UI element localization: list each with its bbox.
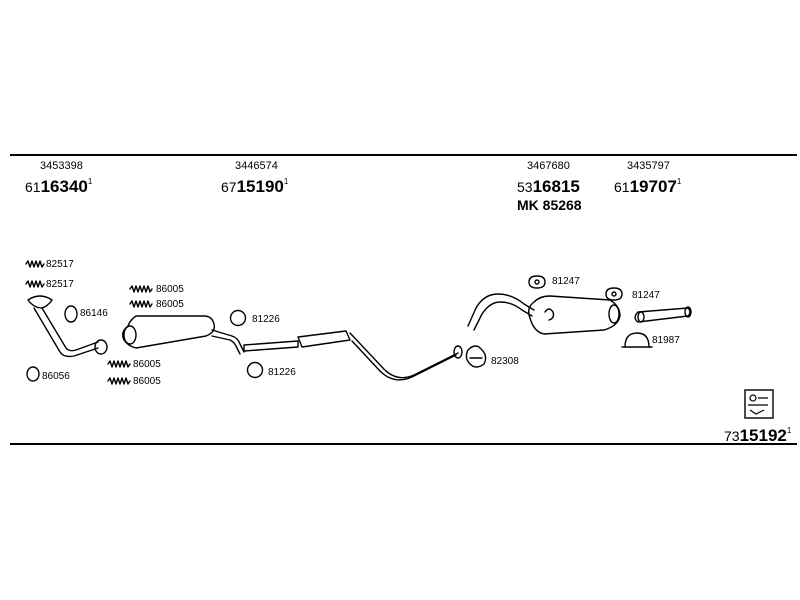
part-number: 67151901	[221, 177, 289, 196]
label-81247: 81247	[632, 290, 660, 301]
label-81226: 81226	[252, 314, 280, 325]
front-pipe	[27, 295, 108, 358]
rubber-hanger-icon	[465, 345, 487, 368]
label-86005: 86005	[133, 376, 161, 387]
kit-number: 73151921	[724, 426, 792, 445]
rear-silencer	[467, 293, 621, 335]
tail-pipe	[634, 306, 692, 323]
intermediate-pipe	[243, 330, 463, 381]
ref-number: 3467680	[527, 160, 570, 172]
part-block-front-pipe: 3453398 61163401	[25, 160, 92, 196]
catalog-symbol-icon	[744, 389, 774, 419]
front-silencer	[121, 315, 245, 355]
label-82517: 82517	[46, 279, 74, 290]
label-86005: 86005	[156, 284, 184, 295]
label-81247: 81247	[552, 276, 580, 287]
part-number: 61197071	[614, 177, 682, 196]
pipe-clamp-icon	[621, 332, 653, 348]
part-block-rear-silencer: 3467680 5316815 MK 85268	[517, 160, 582, 213]
part-number: 5316815	[517, 177, 580, 196]
label-82308: 82308	[491, 356, 519, 367]
spring-icon	[107, 285, 153, 385]
part-number: 61163401	[25, 177, 93, 196]
label-86005: 86005	[133, 359, 161, 370]
part-block-front-silencer: 3446574 67151901	[221, 160, 288, 196]
top-divider	[10, 154, 797, 156]
rubber-hanger-icon	[528, 275, 623, 301]
label-86005: 86005	[156, 299, 184, 310]
label-86056: 86056	[42, 371, 70, 382]
label-81226: 81226	[268, 367, 296, 378]
label-86146: 86146	[80, 308, 108, 319]
ref-number: 3435797	[627, 160, 670, 172]
label-81987: 81987	[652, 335, 680, 346]
ref-number: 3446574	[235, 160, 278, 172]
part-block-tail-pipe: 3435797 61197071	[614, 160, 681, 196]
spring-icon	[25, 260, 45, 288]
bottom-divider	[10, 443, 797, 445]
gasket-icon	[26, 305, 264, 382]
label-82517: 82517	[46, 259, 74, 270]
mount-kit-number: MK 85268	[517, 197, 582, 213]
ref-number: 3453398	[40, 160, 83, 172]
